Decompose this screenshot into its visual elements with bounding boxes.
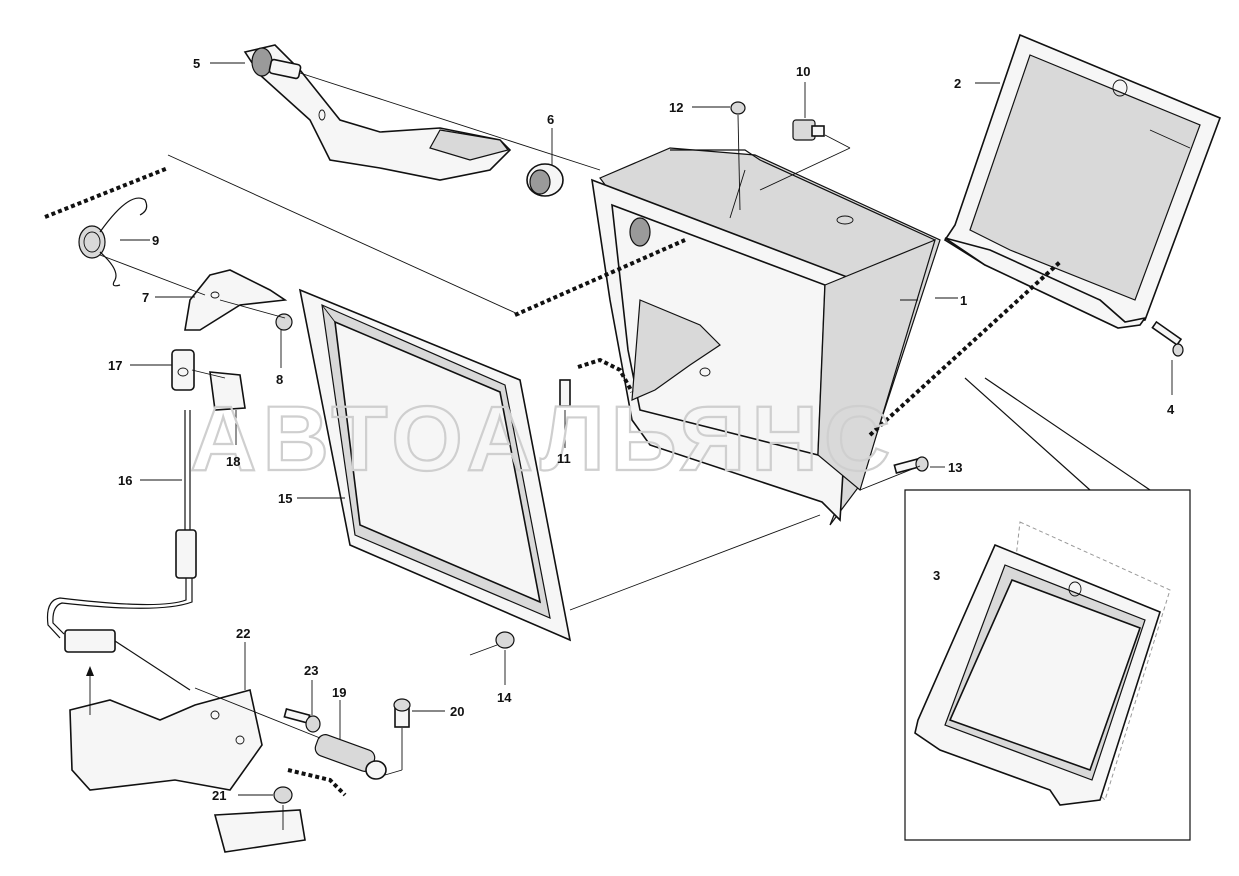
dashed-paths — [44, 166, 1062, 797]
callout-17: 17 — [108, 358, 122, 373]
part-bracket-7 — [184, 269, 288, 331]
part-bolt-23 — [283, 708, 321, 733]
part-screw-4 — [1151, 320, 1184, 357]
callout-1: 1 — [960, 293, 967, 308]
callout-22: 22 — [236, 626, 250, 641]
callout-10: 10 — [796, 64, 810, 79]
part-cable-16 — [46, 410, 197, 691]
part-lever — [243, 44, 512, 181]
inset-detail — [904, 377, 1191, 841]
callout-9: 9 — [152, 233, 159, 248]
part-screw-11 — [559, 379, 571, 407]
part-frame — [298, 288, 572, 642]
callout-20: 20 — [450, 704, 464, 719]
callout-15: 15 — [278, 491, 292, 506]
callout-18: 18 — [226, 454, 240, 469]
part-screw-13 — [893, 456, 929, 474]
callout-16: 16 — [118, 473, 132, 488]
part-bushing — [526, 163, 564, 197]
callout-2: 2 — [954, 76, 961, 91]
callout-11: 11 — [557, 451, 571, 466]
part-bracket-22 — [69, 689, 263, 791]
callout-3: 3 — [933, 568, 940, 583]
callout-23: 23 — [304, 663, 318, 678]
callout-12: 12 — [669, 100, 683, 115]
part-housing — [591, 147, 941, 526]
callout-19: 19 — [332, 685, 346, 700]
leader-lines — [86, 62, 1191, 830]
callout-5: 5 — [193, 56, 200, 71]
callout-7: 7 — [142, 290, 149, 305]
part-spring-19 — [314, 734, 387, 780]
part-nut-12 — [730, 101, 746, 115]
part-bolt-20 — [393, 698, 411, 728]
part-spring-9 — [78, 197, 148, 287]
part-nut-8 — [275, 313, 293, 331]
callout-6: 6 — [547, 112, 554, 127]
part-cover — [943, 33, 1222, 329]
callout-14: 14 — [497, 690, 512, 705]
part-bolt-10 — [792, 119, 825, 141]
callout-21: 21 — [212, 788, 226, 803]
part-nut-14 — [495, 631, 515, 649]
part-nut-21 — [213, 786, 306, 853]
callout-labels: 1 2 3 4 5 6 7 8 9 10 11 12 13 14 15 16 1… — [108, 56, 1175, 803]
part-clip-18 — [209, 371, 246, 411]
callout-4: 4 — [1167, 402, 1175, 417]
callout-8: 8 — [276, 372, 283, 387]
callout-13: 13 — [948, 460, 962, 475]
watermark-text: АВТОАЛЬЯНС — [190, 388, 896, 490]
part-clevis-17 — [171, 349, 195, 391]
